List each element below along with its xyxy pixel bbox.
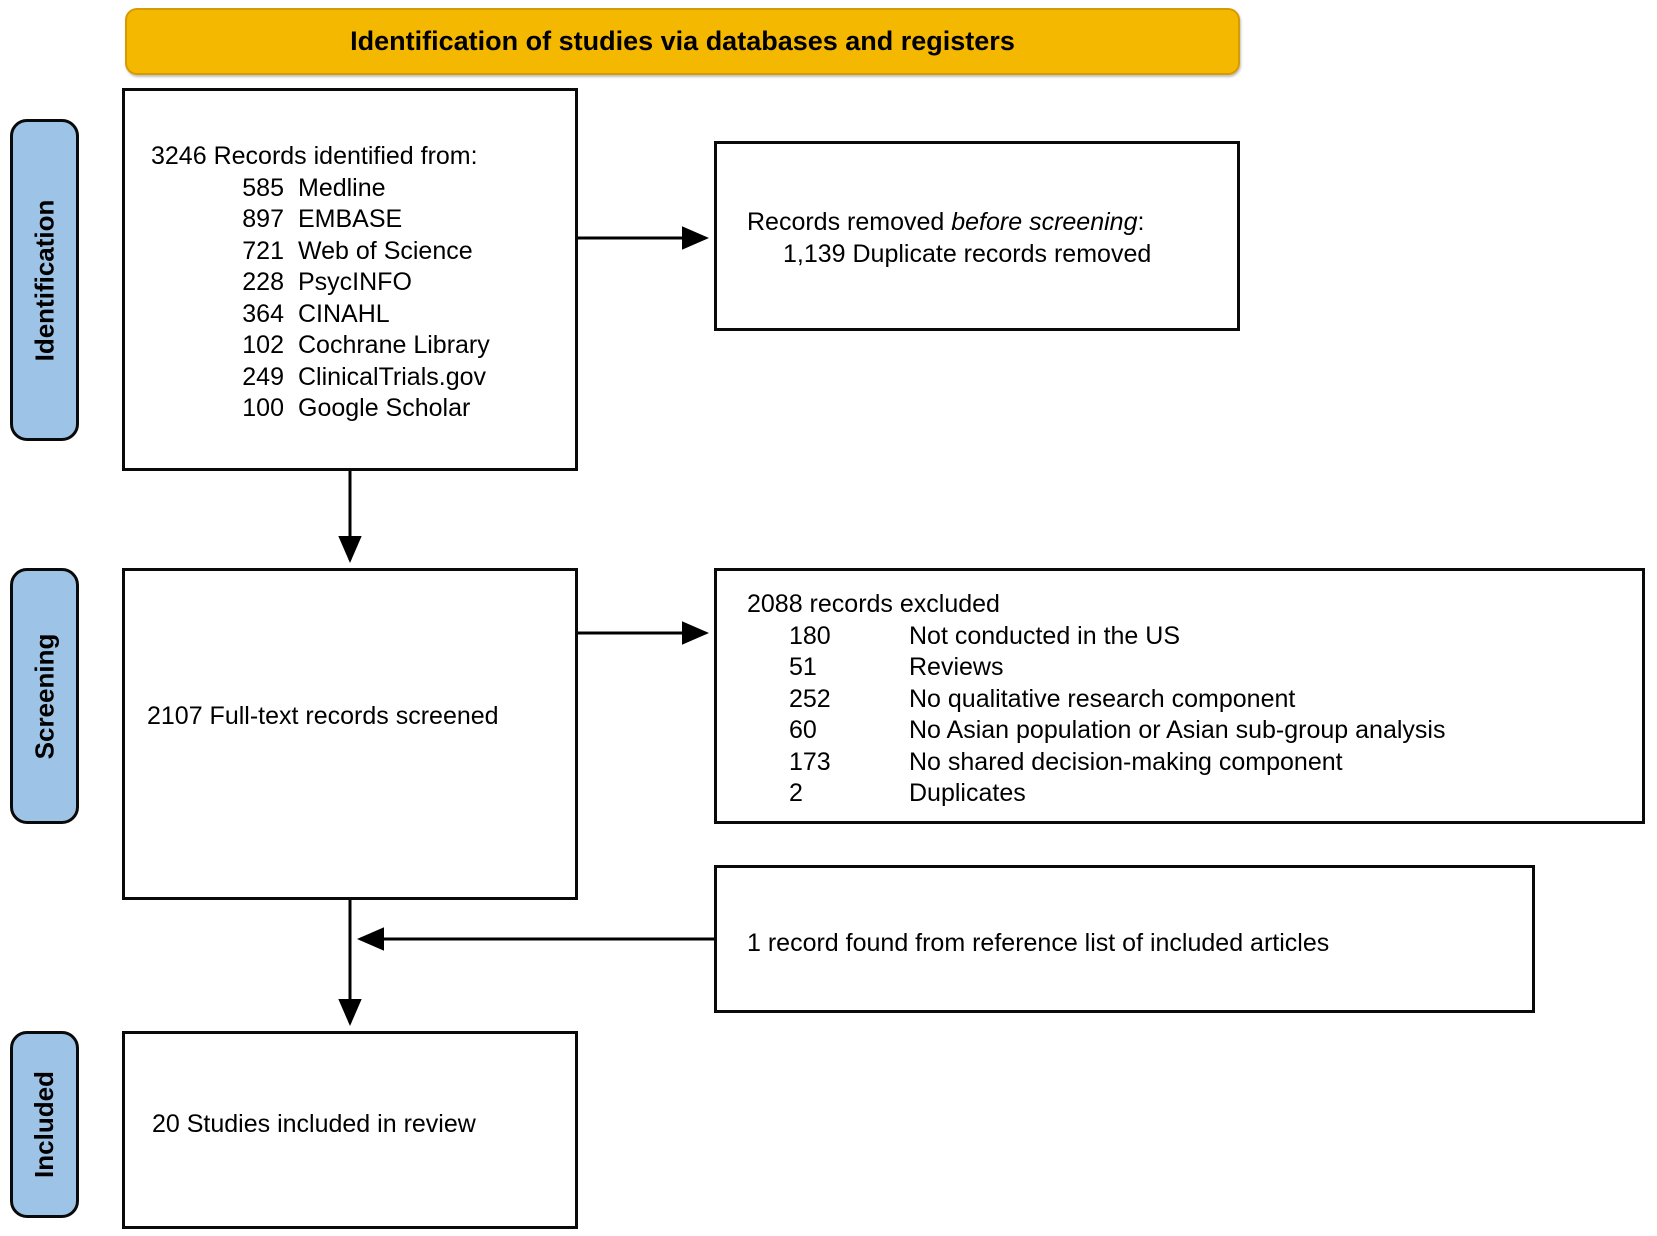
- box-records-screened: 2107 Full-text records screened: [122, 568, 578, 900]
- exclusion-count: 60: [789, 716, 817, 744]
- records-excluded-heading: 2088 records excluded: [747, 590, 1000, 618]
- exclusion-reason: No qualitative research component: [909, 684, 1296, 713]
- source-name: PsycINFO: [298, 268, 412, 296]
- exclusion-row: 180 Not conducted in the US: [747, 621, 1445, 653]
- stage-tab-identification-label: Identification: [29, 199, 59, 361]
- source-count: 585: [242, 173, 284, 202]
- source-name: EMBASE: [298, 205, 403, 233]
- box-studies-included: 20 Studies included in review: [122, 1031, 578, 1229]
- source-row: 721 Web of Science: [151, 236, 490, 268]
- source-count: 228: [242, 268, 284, 296]
- exclusion-row: 252 No qualitative research component: [747, 684, 1445, 716]
- exclusion-reason: Not conducted in the US: [909, 621, 1180, 650]
- exclusion-count: 180: [789, 621, 831, 650]
- box-reference-list-record: 1 record found from reference list of in…: [714, 865, 1535, 1013]
- records-removed-emphasis: before screening: [951, 208, 1138, 236]
- source-row: 249 ClinicalTrials.gov: [151, 362, 490, 394]
- stage-tab-screening: Screening: [10, 568, 79, 824]
- source-name: Google Scholar: [298, 394, 471, 422]
- source-row: 585 Medline: [151, 173, 490, 205]
- records-identified-text: 3246 Records identified from: 585 Medline…: [151, 141, 490, 425]
- records-identified-total-label: Records identified from:: [213, 142, 478, 170]
- source-row: 100 Google Scholar: [151, 393, 490, 425]
- records-identified-source-list: 585 Medline 897 EMBASE 721 Web of Science 228 P…: [151, 173, 490, 425]
- exclusion-count: 252: [789, 684, 831, 713]
- source-row: 364 CINAHL: [151, 299, 490, 331]
- exclusion-reason: Duplicates: [909, 779, 1026, 807]
- records-removed-prefix: Records removed: [747, 208, 952, 236]
- header-banner: Identification of studies via databases …: [125, 8, 1240, 75]
- source-row: 228 PsycINFO: [151, 267, 490, 299]
- exclusion-count: 51: [789, 653, 817, 681]
- source-row: 897 EMBASE: [151, 204, 490, 236]
- records-removed-heading: Records removed before screening:: [747, 207, 1151, 239]
- stage-tab-included: Included: [10, 1031, 79, 1218]
- box-records-excluded: 2088 records excluded 180 Not conducted i…: [714, 568, 1645, 824]
- stage-tab-identification: Identification: [10, 119, 79, 441]
- exclusion-row: 60 No Asian population or Asian sub-group…: [747, 715, 1445, 747]
- source-count: 364: [242, 299, 284, 328]
- exclusion-row: 173 No shared decision-making component: [747, 747, 1445, 779]
- exclusion-reason: No shared decision-making component: [909, 747, 1343, 776]
- source-count: 897: [242, 205, 284, 233]
- records-screened-text: 2107 Full-text records screened: [147, 702, 499, 730]
- source-name: Medline: [298, 173, 386, 202]
- records-removed-suffix: :: [1137, 208, 1145, 236]
- source-name: CINAHL: [298, 299, 390, 328]
- records-removed-duplicates-line: 1,139 Duplicate records removed: [783, 239, 1152, 268]
- exclusion-reason: No Asian population or Asian sub-group a…: [909, 716, 1446, 744]
- box-records-removed: Records removed before screening: 1,139 …: [714, 141, 1240, 331]
- source-count: 249: [242, 362, 284, 391]
- source-count: 102: [242, 331, 284, 359]
- studies-included-text: 20 Studies included in review: [152, 1110, 476, 1138]
- records-excluded-text: 2088 records excluded 180 Not conducted i…: [747, 589, 1445, 810]
- exclusion-row: 2 Duplicates: [747, 778, 1445, 810]
- exclusion-reason: Reviews: [909, 653, 1004, 681]
- source-name: Cochrane Library: [298, 331, 490, 359]
- records-identified-total: 3246 Records identified from:: [151, 141, 490, 173]
- stage-tab-screening-label: Screening: [29, 633, 59, 759]
- exclusion-row: 51 Reviews: [747, 652, 1445, 684]
- records-removed-text: Records removed before screening: 1,139 …: [747, 207, 1151, 270]
- source-name: Web of Science: [298, 236, 473, 265]
- header-banner-title: Identification of studies via databases …: [350, 26, 1015, 56]
- source-count: 721: [242, 236, 284, 265]
- reference-list-record-text: 1 record found from reference list of in…: [747, 929, 1330, 957]
- source-name: ClinicalTrials.gov: [298, 362, 487, 391]
- exclusion-count: 2: [789, 779, 803, 807]
- stage-tab-included-label: Included: [29, 1071, 59, 1178]
- exclusion-count: 173: [789, 747, 831, 776]
- records-identified-total-count: 3246: [151, 142, 207, 170]
- source-count: 100: [242, 394, 284, 422]
- box-records-identified: 3246 Records identified from: 585 Medline…: [122, 88, 578, 471]
- source-row: 102 Cochrane Library: [151, 330, 490, 362]
